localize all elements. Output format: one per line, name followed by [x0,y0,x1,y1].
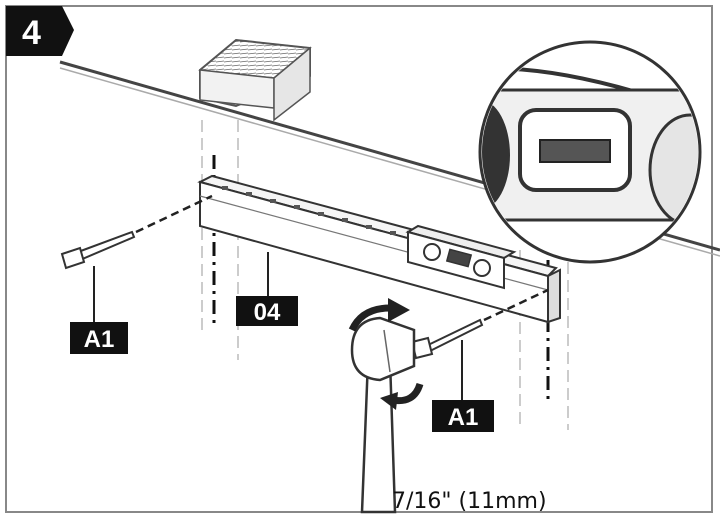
label-screw-left-text: A1 [84,326,115,353]
label-screw-left: A1 [70,322,128,354]
bubble-level-icon [405,224,517,290]
alignment-lines [212,155,550,405]
screw-path-left [135,194,213,234]
tool-size-caption: 7/16" (11mm) [392,489,547,514]
label-screw-right-text: A1 [448,404,479,431]
label-bracket-text: 04 [254,299,281,326]
wall-stud-icon [198,38,312,122]
step-number: 4 [22,14,41,52]
step-badge: 4 [6,6,74,56]
screw-icon [60,230,136,270]
label-screw-right: A1 [432,400,494,432]
label-bracket: 04 [236,296,298,326]
rotate-arrow-icon [348,298,424,410]
screw-icon-right [410,318,484,360]
screw-path-right [483,288,549,322]
